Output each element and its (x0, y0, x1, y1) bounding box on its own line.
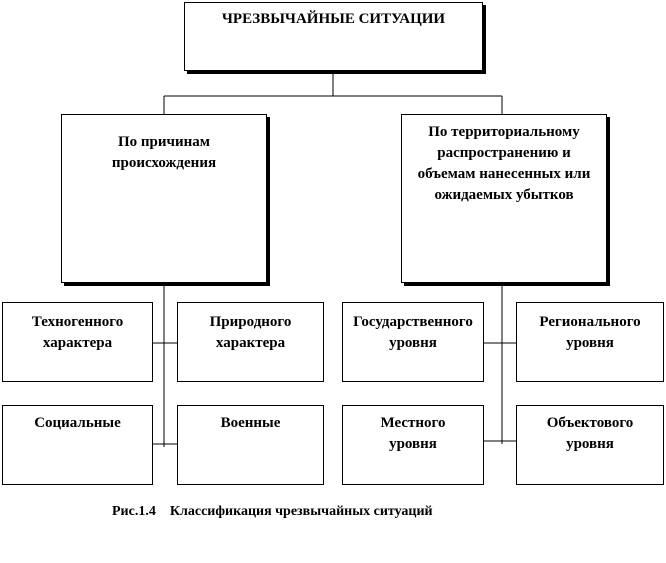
branch-origin-label: По причинам происхождения (111, 134, 217, 171)
caption-text: Классификация чрезвычайных ситуаций (169, 504, 433, 519)
leaf-state-label: Государственного уровня (353, 314, 473, 351)
branch-territory-label: По территориальному распространению и об… (417, 124, 591, 203)
figure-caption: Рис.1.4 Классификация чрезвычайных ситуа… (112, 504, 433, 520)
leaf-social: Социальные (2, 405, 153, 485)
leaf-technogenic: Техногенного характера (2, 302, 153, 382)
leaf-natural-label: Природного характера (209, 314, 292, 351)
leaf-object: Объектового уровня (516, 405, 664, 485)
leaf-regional-label: Регионального уровня (539, 314, 641, 351)
branch-origin: По причинам происхождения (61, 114, 267, 283)
leaf-military: Военные (177, 405, 324, 485)
leaf-state: Государственного уровня (342, 302, 484, 382)
leaf-local-label: Местного уровня (380, 415, 446, 452)
leaf-object-label: Объектового уровня (546, 415, 634, 452)
branch-territory: По территориальному распространению и об… (401, 114, 607, 283)
root-label: ЧРЕЗВЫЧАЙНЫЕ СИТУАЦИИ (221, 11, 446, 27)
leaf-regional: Регионального уровня (516, 302, 664, 382)
leaf-natural: Природного характера (177, 302, 324, 382)
leaf-local: Местного уровня (342, 405, 484, 485)
root-node: ЧРЕЗВЫЧАЙНЫЕ СИТУАЦИИ (184, 2, 483, 71)
caption-number: Рис.1.4 (112, 504, 156, 519)
leaf-social-label: Социальные (34, 415, 121, 431)
leaf-technogenic-label: Техногенного характера (31, 314, 124, 351)
leaf-military-label: Военные (220, 415, 281, 431)
